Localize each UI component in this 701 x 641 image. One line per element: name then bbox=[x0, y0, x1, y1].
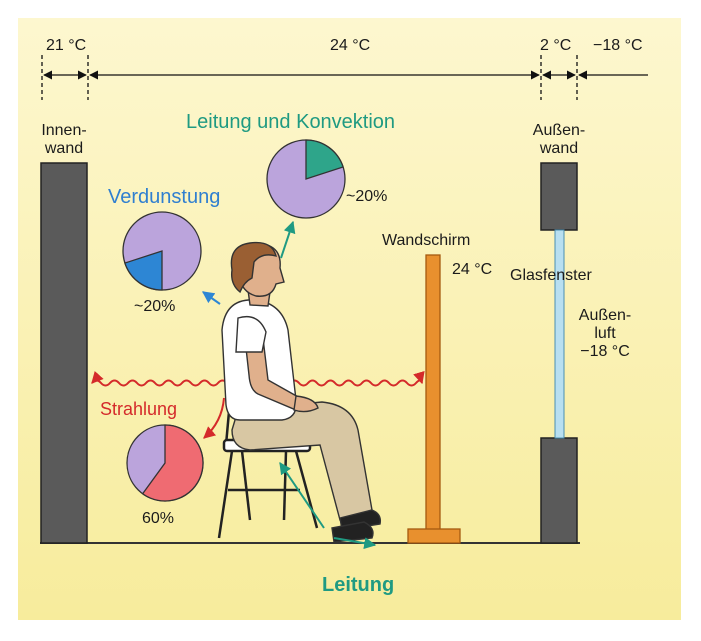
outer-wall-label: Außen-wand bbox=[532, 122, 586, 157]
arrow-convection bbox=[280, 220, 296, 259]
screen-temp-label: 24 °C bbox=[452, 261, 493, 278]
inner-wall bbox=[40, 162, 88, 544]
temp-outside: −18 °C bbox=[593, 37, 643, 54]
glass-window bbox=[554, 229, 565, 439]
pie-value-slice bbox=[305, 139, 344, 180]
inner-wall-label: Innen-wand bbox=[41, 122, 87, 157]
pie-evaporation bbox=[122, 211, 202, 291]
outside-air-label: Außen- luft −18 °C bbox=[578, 307, 632, 360]
screen bbox=[407, 254, 461, 544]
evaporation-title: Verdunstung bbox=[108, 186, 221, 208]
zone-separators bbox=[41, 55, 578, 100]
radiation-value: 60% bbox=[142, 510, 175, 527]
screen-label: Wandschirm bbox=[382, 232, 471, 249]
radiation-title: Strahlung bbox=[100, 399, 178, 419]
pie-value-slice bbox=[141, 424, 204, 502]
arrow-evaporation bbox=[202, 291, 221, 305]
conduction-title: Leitung bbox=[322, 574, 395, 596]
temp-window-zone: 2 °C bbox=[540, 37, 572, 54]
temp-inner-zone: 21 °C bbox=[46, 37, 87, 54]
arrow-conduction-1 bbox=[279, 462, 325, 529]
convection-title: Leitung und Konvektion bbox=[186, 111, 396, 133]
evaporation-value: ~20% bbox=[134, 298, 176, 315]
pie-value-slice bbox=[124, 250, 163, 291]
window-label: Glasfenster bbox=[510, 267, 592, 284]
pie-radiation bbox=[126, 424, 204, 502]
person bbox=[221, 241, 382, 543]
temp-room: 24 °C bbox=[330, 37, 371, 54]
arrow-conduction-2 bbox=[333, 537, 377, 550]
pie-convection bbox=[266, 139, 346, 219]
convection-value: ~20% bbox=[346, 188, 388, 205]
arrow-radiation bbox=[203, 397, 225, 439]
